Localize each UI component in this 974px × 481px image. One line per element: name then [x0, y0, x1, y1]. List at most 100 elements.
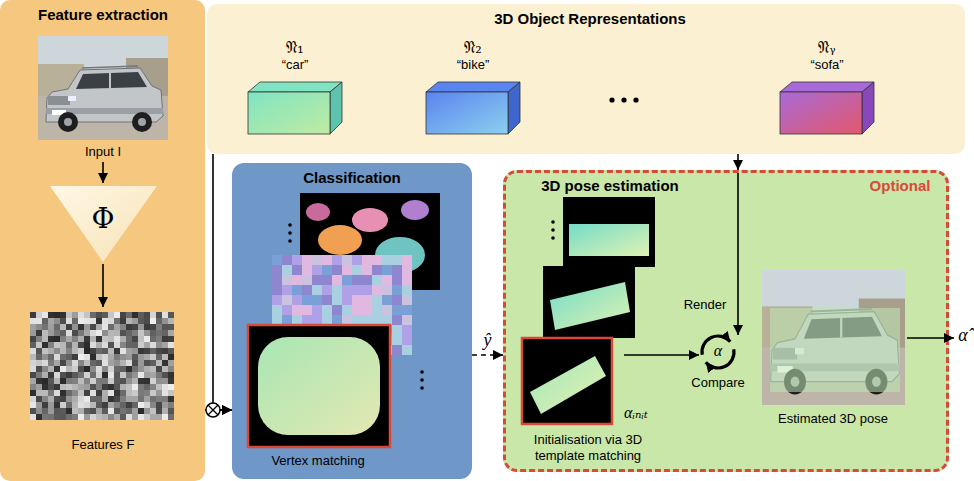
cuboid-front	[248, 92, 330, 134]
feature-cell	[120, 360, 126, 366]
feature-cell	[150, 366, 156, 372]
feature-cell	[66, 372, 72, 378]
map-patch	[312, 315, 322, 325]
feature-cell	[60, 330, 66, 336]
feature-cell	[78, 360, 84, 366]
feature-cell	[72, 354, 78, 360]
feature-cell	[84, 324, 90, 330]
stack-dot	[288, 223, 292, 227]
pose-symbol: αᵢₙᵢₜ	[624, 404, 648, 422]
feature-cell	[30, 324, 36, 330]
stack-dot	[288, 239, 292, 243]
feature-cell	[126, 390, 132, 396]
feature-cell	[36, 318, 42, 324]
feature-cell	[108, 336, 114, 342]
feature-cell	[60, 360, 66, 366]
feature-cell	[108, 354, 114, 360]
feature-cell	[54, 366, 60, 372]
feature-cell	[60, 354, 66, 360]
feature-cell	[108, 348, 114, 354]
feature-cell	[30, 396, 36, 402]
feature-cell	[168, 318, 174, 324]
feature-cell	[66, 402, 72, 408]
feature-cell	[36, 330, 42, 336]
feature-cell	[30, 378, 36, 384]
cuboid-front	[426, 92, 508, 134]
feature-cell	[84, 312, 90, 318]
feature-cell	[48, 390, 54, 396]
feature-cell	[162, 396, 168, 402]
feature-cell	[84, 354, 90, 360]
feature-cell	[120, 324, 126, 330]
template	[543, 266, 635, 338]
car-wheel	[58, 112, 78, 132]
cuboid-side	[330, 82, 342, 134]
map-patch	[282, 315, 292, 325]
map-patch	[392, 305, 402, 315]
matched-object	[258, 337, 380, 435]
map-patch	[272, 315, 282, 325]
map-patch	[272, 265, 282, 275]
feature-cell	[84, 318, 90, 324]
feature-cell	[138, 312, 144, 318]
feature-cell	[156, 330, 162, 336]
stack-dot	[551, 220, 555, 224]
feature-cell	[162, 372, 168, 378]
feature-cell	[144, 312, 150, 318]
merge-cross	[208, 405, 218, 415]
feature-cell	[78, 366, 84, 372]
feature-cell	[96, 396, 102, 402]
feature-cell	[60, 312, 66, 318]
feature-cell	[156, 372, 162, 378]
feature-cell	[102, 354, 108, 360]
feature-cell	[126, 396, 132, 402]
feature-cell	[150, 408, 156, 414]
feature-cell	[60, 336, 66, 342]
feature-cell	[90, 324, 96, 330]
map-patch	[392, 265, 402, 275]
feature-cell	[90, 354, 96, 360]
map-patch	[372, 265, 382, 275]
feature-cell	[138, 366, 144, 372]
feature-cell	[126, 384, 132, 390]
map-patch	[322, 255, 332, 265]
feature-cell	[108, 324, 114, 330]
feature-cell	[60, 348, 66, 354]
feature-cell	[36, 342, 42, 348]
map-patch	[302, 275, 312, 285]
feature-cell	[126, 366, 132, 372]
feature-cell	[42, 366, 48, 372]
feature-cell	[48, 402, 54, 408]
feature-cell	[36, 324, 42, 330]
feature-cell	[102, 408, 108, 414]
map-patch	[352, 275, 362, 285]
feature-cell	[108, 384, 114, 390]
feature-cell	[162, 384, 168, 390]
flow-arrow	[102, 264, 104, 307]
map-patch	[322, 265, 332, 275]
feature-cell	[48, 312, 54, 318]
feature-cell	[120, 342, 126, 348]
feature-cell	[48, 330, 54, 336]
feature-cell	[156, 414, 162, 420]
feature-cell	[114, 396, 120, 402]
feature-cell	[54, 414, 60, 420]
feature-cell	[102, 372, 108, 378]
feature-cell	[72, 312, 78, 318]
feature-cell	[96, 330, 102, 336]
feature-cell	[150, 330, 156, 336]
feature-cell	[150, 312, 156, 318]
flow-arrow	[737, 173, 739, 335]
feature-cell	[162, 312, 168, 318]
feature-cell	[120, 402, 126, 408]
map-patch	[402, 255, 412, 265]
feature-cell	[48, 396, 54, 402]
feature-cell	[102, 336, 108, 342]
feature-cell	[48, 360, 54, 366]
feature-cell	[132, 396, 138, 402]
feature-cell	[150, 324, 156, 330]
feature-cell	[90, 372, 96, 378]
map-patch	[332, 295, 342, 305]
feature-cell	[138, 402, 144, 408]
